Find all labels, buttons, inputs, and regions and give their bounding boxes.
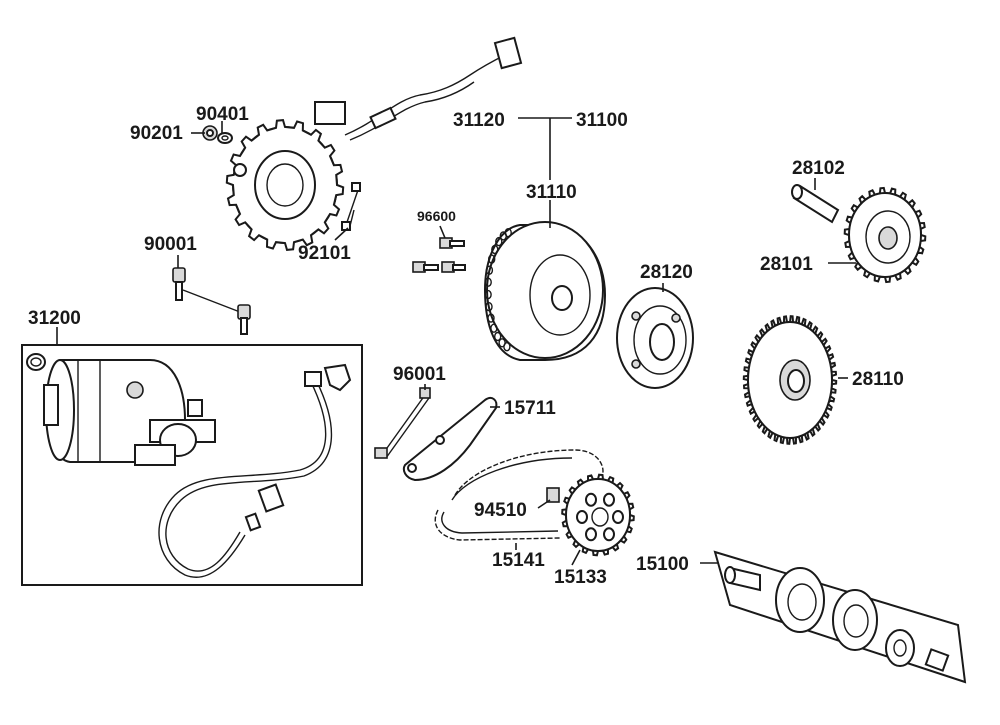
sprocket-hole	[603, 492, 615, 507]
starter-clutch	[616, 287, 694, 389]
starter-motor-box	[21, 344, 363, 586]
shaft-28102	[791, 184, 840, 224]
stator-assembly	[225, 36, 523, 251]
label-15141: 15141	[492, 550, 545, 571]
assembly-15100	[724, 566, 950, 672]
label-96600: 96600	[417, 208, 456, 224]
label-28101: 28101	[760, 254, 813, 275]
bolt-90001	[172, 267, 251, 335]
idle-gear-28101	[843, 186, 927, 284]
starter-driven-gear	[742, 315, 838, 445]
label-90001: 90001	[144, 234, 197, 255]
sprocket-hole	[612, 510, 624, 524]
flywheel-hole	[491, 244, 499, 255]
label-15133: 15133	[554, 567, 607, 588]
label-28110: 28110	[852, 369, 904, 390]
cam-sprocket-15133	[561, 473, 635, 557]
leader-lines	[56, 117, 856, 566]
flywheel-hole	[488, 254, 496, 264]
label-96001: 96001	[393, 364, 446, 385]
label-90401: 90401	[196, 104, 249, 125]
flywheel-hole	[485, 265, 494, 275]
label-31200: 31200	[28, 308, 81, 329]
stator-coil	[225, 119, 345, 251]
flywheel-hole	[490, 323, 498, 333]
starter-motor	[26, 353, 216, 466]
label-94510: 94510	[474, 500, 527, 521]
chain-guide-15711	[402, 397, 498, 482]
label-90201: 90201	[130, 123, 183, 144]
starter-cable	[158, 363, 352, 578]
flywheel-hole	[484, 277, 492, 287]
chain-tensioner-94510	[546, 487, 560, 503]
bolt-92101	[341, 182, 361, 231]
label-15100: 15100	[636, 554, 689, 575]
screw-90201	[202, 125, 218, 141]
label-92101: 92101	[298, 243, 351, 264]
label-31110: 31110	[526, 182, 577, 203]
flywheel-rotor	[483, 221, 607, 361]
flywheel-hole	[484, 289, 492, 300]
part-labels: 90201 90401 92101 90001 31200 31120 3110…	[28, 104, 904, 588]
label-28102: 28102	[792, 158, 845, 179]
assembly-box-15100	[713, 550, 967, 684]
flywheel-hole	[485, 302, 493, 312]
sprocket-hole	[585, 527, 597, 542]
flywheel-hole	[503, 342, 511, 352]
bolts-96600	[412, 237, 466, 273]
flywheel-hole	[487, 313, 495, 323]
sprocket-hole	[603, 527, 615, 542]
flywheel-hole	[494, 331, 502, 342]
label-31100: 31100	[576, 110, 628, 131]
bolt-96001	[374, 387, 431, 459]
sprocket-hole	[576, 510, 588, 524]
label-31120: 31120	[453, 110, 505, 131]
flywheel-hole	[495, 236, 503, 247]
label-15711: 15711	[504, 398, 556, 419]
sprocket-hole	[585, 492, 597, 507]
flywheel-hole	[499, 231, 507, 241]
cam-chain-15141	[434, 449, 604, 541]
label-28120: 28120	[640, 262, 693, 283]
washer-90401	[217, 132, 233, 144]
